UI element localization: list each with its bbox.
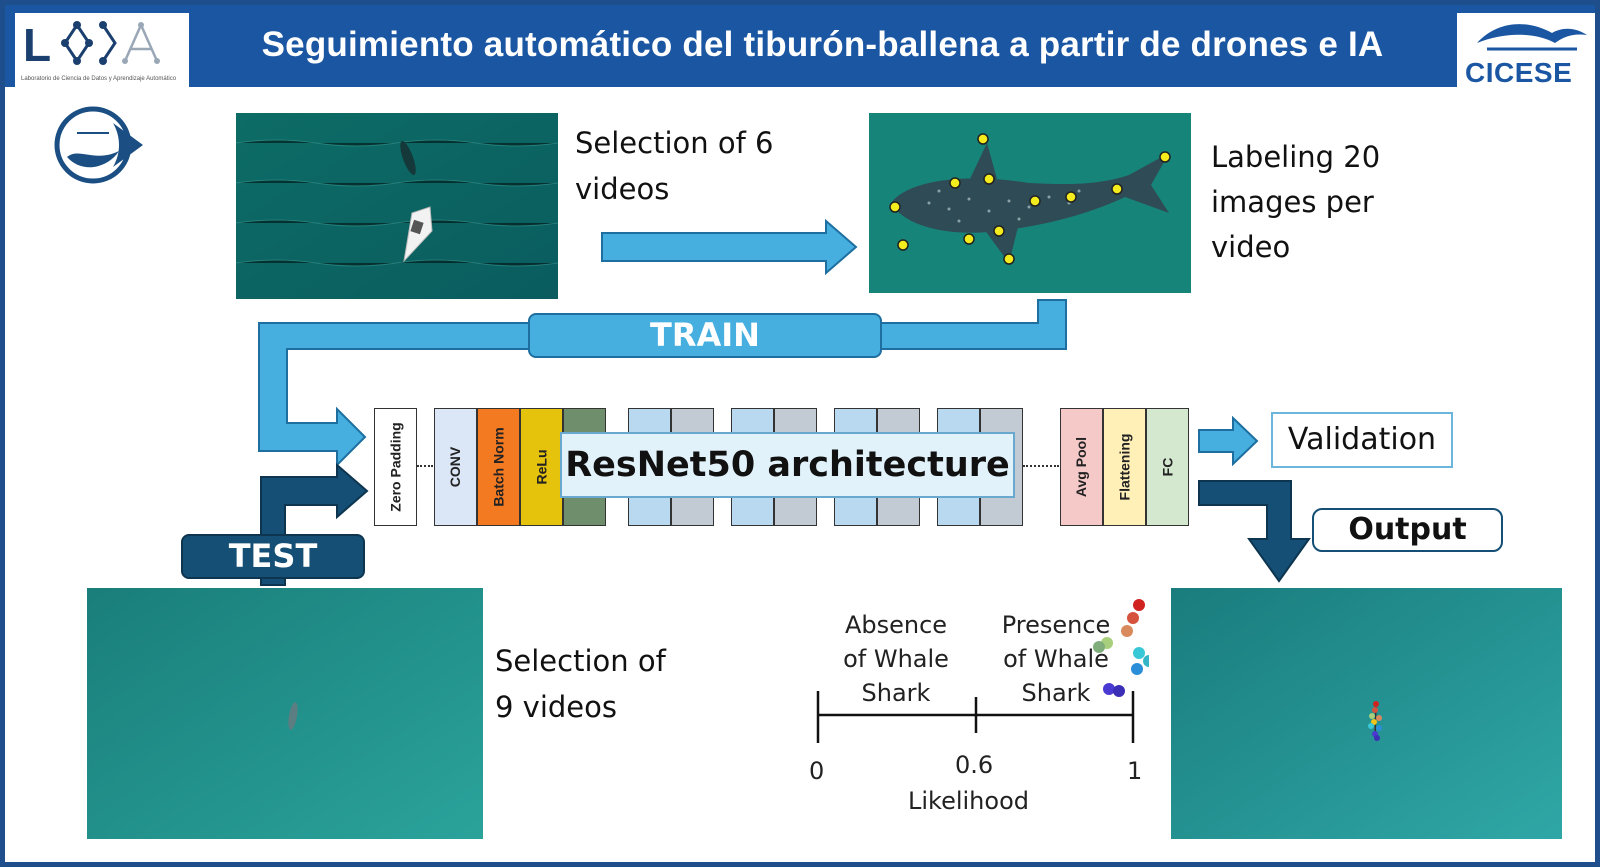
layer-conv: CONV <box>434 408 477 526</box>
likelihood-axis-label: Likelihood <box>908 787 1029 815</box>
layer-avg-pool: Avg Pool <box>1060 408 1103 526</box>
labeling-line: video <box>1211 230 1291 264</box>
presence-line: of Whale <box>1003 645 1109 673</box>
absence-line: Shark <box>861 679 931 707</box>
train-drone-photo <box>236 113 558 299</box>
layer-ellipsis <box>1023 465 1059 467</box>
layer-label: Avg Pool <box>1073 436 1090 498</box>
test-selection-line: Selection of <box>495 644 666 678</box>
tick-label-0: 0 <box>809 757 825 785</box>
layer-label: Zero Padding <box>387 422 404 512</box>
labeling-line: images per <box>1211 185 1374 219</box>
predicted-keypoints <box>1368 701 1382 741</box>
layer-label: FC <box>1159 457 1176 477</box>
likelihood-axis <box>816 599 1149 743</box>
cicese-logo: CICESE <box>1457 13 1595 88</box>
absence-label: Absence of Whale Shark <box>831 608 961 710</box>
validation-label: Validation <box>1271 412 1453 468</box>
test-selection-text: Selection of 9 videos <box>495 638 666 730</box>
layer-label: Batch Norm <box>490 427 507 507</box>
labeled-shark-photo <box>869 113 1191 293</box>
tick-label-1: 1 <box>1127 757 1143 785</box>
absence-line: Absence <box>844 611 948 639</box>
validation-arrow-icon <box>1198 416 1259 466</box>
test-label: TEST <box>181 534 365 579</box>
train-label: TRAIN <box>528 313 882 358</box>
layer-fc: FC <box>1146 408 1189 526</box>
test-selection-line: 9 videos <box>495 690 617 724</box>
train-selection-line: videos <box>575 172 670 206</box>
labeling-line: Labeling 20 <box>1211 140 1381 174</box>
layer-flattening: Flattening <box>1103 408 1146 526</box>
absence-line: of Whale <box>843 645 949 673</box>
lab-logo-caption: Laboratorio de Ciencia de Datos y Aprend… <box>21 76 177 82</box>
ecology-lab-seal-icon <box>54 106 143 184</box>
presence-label: Presence of Whale Shark <box>988 608 1124 710</box>
cicese-logo-text: CICESE <box>1465 57 1573 88</box>
lab-logo: L Laboratorio de Ciencia de Datos y Apre… <box>15 13 189 87</box>
layer-batch-norm: Batch Norm <box>477 408 520 526</box>
output-arrow-icon <box>1198 480 1311 583</box>
train-selection-line: Selection of 6 <box>575 126 774 160</box>
svg-text:L: L <box>23 19 51 71</box>
layer-zero-padding: Zero Padding <box>374 408 417 526</box>
layer-label: ReLu <box>533 449 550 485</box>
layer-ellipsis <box>417 465 433 467</box>
layer-label: Flattening <box>1116 433 1133 501</box>
header-bar <box>5 5 1595 87</box>
pelican-icon <box>1477 24 1587 51</box>
output-label: Output <box>1312 508 1503 552</box>
layer-relu: ReLu <box>520 408 563 526</box>
test-drone-photo <box>87 588 483 839</box>
presence-line: Presence <box>1001 611 1111 639</box>
presence-line: Shark <box>1021 679 1091 707</box>
labeling-text: Labeling 20 images per video <box>1211 135 1380 270</box>
layer-label: CONV <box>447 446 464 488</box>
train-flow-arrow-icon <box>601 219 858 275</box>
keypoint-color-legend <box>1093 599 1149 697</box>
tick-label-0-6: 0.6 <box>955 751 994 779</box>
lab-logo-mark-icon: L <box>23 19 160 71</box>
architecture-title: ResNet50 architecture <box>560 432 1015 498</box>
page-title: Seguimiento automático del tiburón-balle… <box>261 25 1384 64</box>
output-drone-photo <box>1171 588 1562 839</box>
train-selection-text: Selection of 6 videos <box>575 120 773 212</box>
